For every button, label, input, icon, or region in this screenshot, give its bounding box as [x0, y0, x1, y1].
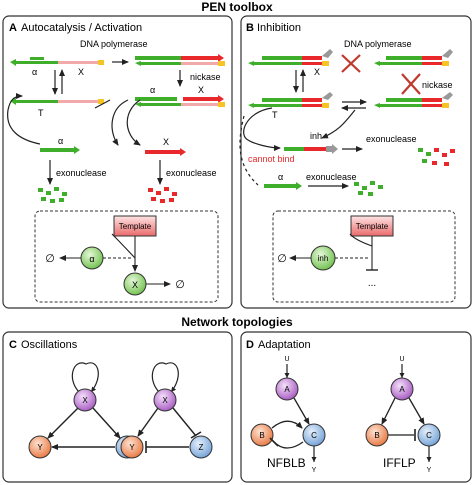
a-exonuclease-label-2: exonuclease: [166, 168, 217, 178]
c-oscillator-right: X Y Z: [120, 362, 213, 459]
c-right-node-x-label: X: [162, 396, 168, 405]
a-alpha-strand: [40, 146, 80, 154]
a-empty-set-2: ∅: [175, 279, 185, 291]
network-topologies-title: Network topologies: [181, 315, 293, 329]
a-nickase-label: nickase: [190, 72, 221, 82]
b-inh-strand: [284, 144, 338, 154]
b-dots: ...: [368, 278, 376, 289]
d-right-node-c-label: C: [426, 431, 432, 440]
b-duplex-3: [248, 92, 333, 108]
a-dna-polymerase-label: DNA polymerase: [80, 39, 148, 49]
c-right-node-x: [153, 388, 177, 412]
d-right-node-a: [390, 377, 414, 401]
a-alpha-label-mid: α: [58, 136, 63, 146]
b-cannot-bind-label: cannot bind: [248, 154, 295, 164]
a-node-x-label: X: [132, 280, 138, 290]
panel-c-letter: C: [9, 339, 17, 351]
a-template-label: Template: [119, 222, 152, 231]
c-left-node-x: [73, 388, 97, 412]
b-nickase-label: nickase: [422, 80, 453, 90]
a-red-fragments: [148, 187, 177, 203]
d-right-y-label: Y: [427, 467, 432, 474]
b-alpha-label: α: [278, 172, 283, 182]
a-template-strand-1: [10, 57, 104, 66]
c-left-node-y-label: Y: [37, 443, 43, 452]
d-left-node-b-label: B: [259, 431, 264, 440]
a-empty-set-1: ∅: [45, 253, 55, 265]
b-cross-2: [401, 73, 421, 95]
panel-a-title: Autocatalysis / Activation: [21, 22, 142, 34]
b-empty-set: ∅: [277, 253, 287, 265]
pen-toolbox-title: PEN toolbox: [201, 0, 273, 14]
panel-c: C Oscillations X Y Z X Y: [2, 331, 233, 483]
a-x-bar-label: X: [78, 67, 84, 77]
a-node-alpha-label: α: [89, 254, 94, 264]
d-left-u-label: U: [284, 356, 289, 363]
b-network-inset: [272, 210, 456, 303]
b-inh-fragments: [418, 148, 455, 166]
b-duplex-2: [374, 49, 453, 66]
c-right-node-y-label: Y: [129, 443, 135, 452]
a-x-strand: [145, 148, 186, 156]
d-left-y-label: Y: [312, 467, 317, 474]
a-template-strand-2: [10, 98, 104, 105]
a-alpha-bar-label: α: [32, 67, 37, 77]
d-right-node-a-label: A: [399, 385, 405, 394]
b-alpha-strand: [264, 182, 302, 190]
a-t-label: T: [38, 108, 44, 118]
a-duplex-nicked: [135, 95, 225, 107]
c-left-node-x-label: X: [82, 396, 88, 405]
d-left-node-a: [275, 377, 299, 401]
b-exonuclease-label-2: exonuclease: [306, 172, 357, 182]
a-exonuclease-label-1: exonuclease: [56, 168, 107, 178]
c-right-node-z: [189, 435, 213, 459]
d-right-u-label: U: [399, 356, 404, 363]
b-exonuclease-label-1: exonuclease: [366, 134, 417, 144]
b-x-label-1: X: [314, 67, 320, 77]
d-nfblb-label: NFBLB: [267, 456, 306, 470]
panel-c-title: Oscillations: [21, 339, 78, 351]
b-template-label: Template: [356, 222, 389, 231]
a-duplex-extended: [135, 54, 225, 66]
b-duplex-4: [374, 92, 453, 108]
panel-b-title: Inhibition: [257, 22, 301, 34]
d-nfblb: U A B C Y NFBLB: [250, 356, 326, 474]
a-network-inset: [34, 210, 219, 303]
a-alpha-label-top: α: [150, 85, 155, 95]
panel-d-letter: D: [246, 339, 254, 351]
b-cross-1: [341, 54, 361, 73]
a-green-fragments: [38, 187, 67, 203]
c-left-node-y: [28, 435, 52, 459]
d-left-node-c-label: C: [311, 431, 317, 440]
d-left-node-a-label: A: [284, 385, 290, 394]
c-right-node-z-label: Z: [199, 443, 204, 452]
panel-d-title: Adaptation: [258, 339, 311, 351]
a-x-label-mid: X: [163, 137, 169, 147]
panel-a: A Autocatalysis / Activation DNA polymer…: [2, 15, 233, 309]
d-ifflp-label: IFFLP: [383, 456, 416, 470]
panel-d: D Adaptation U A B C Y NFBLB U A: [240, 331, 472, 483]
c-right-node-y: [120, 435, 144, 459]
d-left-node-b: [250, 423, 274, 447]
b-t-label: T: [272, 110, 278, 120]
b-duplex-1: [248, 49, 333, 66]
panel-b: B Inhibition DNA polymerase X nicka: [239, 15, 472, 309]
panel-b-letter: B: [246, 22, 254, 34]
b-alpha-fragments: [354, 181, 383, 196]
a-x-label-top: X: [198, 85, 204, 95]
d-ifflp: U A B C Y IFFLP: [365, 356, 441, 474]
d-right-node-b-label: B: [374, 431, 379, 440]
panel-a-letter: A: [9, 22, 17, 34]
b-inh-label: inh: [310, 131, 322, 141]
b-dna-polymerase-label: DNA polymerase: [344, 39, 412, 49]
b-node-inh-label: inh: [318, 254, 329, 263]
